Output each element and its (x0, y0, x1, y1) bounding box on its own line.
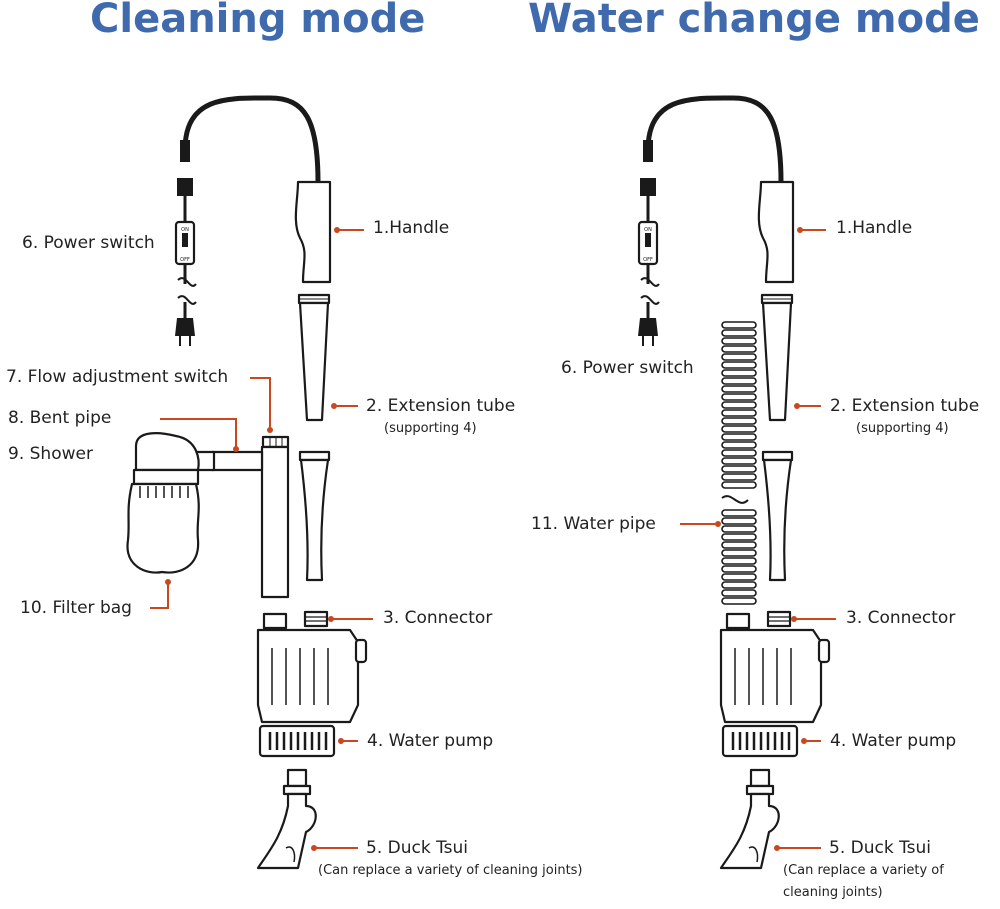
water-pipe-ring (721, 597, 757, 605)
title-water-change-mode: Water change mode (528, 0, 980, 42)
water-pipe-ring (721, 425, 757, 433)
water-pipe-ring (721, 377, 757, 385)
title-cleaning-mode: Cleaning mode (90, 0, 426, 42)
label-water-pipe: 11. Water pipe (531, 514, 656, 534)
water-pipe-ring (721, 509, 757, 517)
water-pipe-ring (721, 345, 757, 353)
water-pipe-ring (721, 433, 757, 441)
label-extension-tube-right: 2. Extension tube (830, 396, 980, 416)
water-pipe-ring (721, 573, 757, 581)
label-duck-tsui-left: 5. Duck Tsui (366, 838, 469, 858)
water-pipe-ring (721, 417, 757, 425)
water-pipe-ring (721, 321, 757, 329)
label-handle-right: 1.Handle (836, 218, 913, 238)
label-extension-tube-note-left: (supporting 4) (384, 421, 477, 436)
label-duck-tsui-note-right-line1: (Can replace a variety of (783, 863, 944, 878)
label-flow-adjustment-switch: 7. Flow adjustment switch (6, 367, 229, 387)
label-water-pump-right: 4. Water pump (830, 731, 957, 751)
water-pipe-ring (721, 361, 757, 369)
water-pipe-ring (721, 385, 757, 393)
water-pipe-ring (721, 369, 757, 377)
label-shower: 9. Shower (8, 444, 93, 464)
label-connector-right: 3. Connector (846, 608, 956, 628)
water-pipe-ring (721, 337, 757, 345)
label-power-switch-left: 6. Power switch (22, 233, 155, 253)
water-pipe-ring (721, 449, 757, 457)
water-pipe-ring (721, 517, 757, 525)
switch-off-text: OFF (180, 257, 190, 263)
water-pipe-ring (721, 481, 757, 489)
filter-bag-shape (126, 482, 200, 574)
switch-off-text-right: OFF (643, 257, 653, 263)
label-handle-left: 1.Handle (373, 218, 450, 238)
label-water-pump-left: 4. Water pump (367, 731, 494, 751)
water-pipe-ring (721, 589, 757, 597)
switch-on-text: ON (181, 227, 189, 233)
device-left: ON OFF (126, 98, 366, 868)
water-pipe-ring (721, 353, 757, 361)
water-pipe-ring (721, 473, 757, 481)
label-filter-bag: 10. Filter bag (20, 598, 132, 618)
leaders-right (680, 227, 836, 851)
bent-pipe-horizontal (210, 450, 264, 472)
label-duck-tsui-note-left: (Can replace a variety of cleaning joint… (318, 863, 583, 878)
water-pipe-ring (721, 549, 757, 557)
shower-head (134, 432, 200, 472)
water-pipe-ring (721, 401, 757, 409)
bent-pipe-vertical (260, 445, 290, 599)
water-pipe-ring (721, 409, 757, 417)
water-pipe-shape (721, 321, 757, 605)
water-pipe-ring (721, 541, 757, 549)
water-pipe-ring (721, 457, 757, 465)
label-duck-tsui-note-right-line2: cleaning joints) (783, 885, 883, 900)
water-pipe-ring (721, 329, 757, 337)
leaders-left (150, 227, 373, 851)
water-pipe-ring (721, 525, 757, 533)
label-extension-tube-note-right: (supporting 4) (856, 421, 949, 436)
label-bent-pipe: 8. Bent pipe (8, 408, 112, 428)
label-duck-tsui-right: 5. Duck Tsui (829, 838, 932, 858)
water-pipe-ring (721, 441, 757, 449)
water-pipe-ring (721, 533, 757, 541)
label-power-switch-right: 6. Power switch (561, 358, 694, 378)
water-pipe-ring (721, 581, 757, 589)
device-right: ON OFF (638, 98, 829, 868)
water-pipe-ring (721, 393, 757, 401)
label-extension-tube-left: 2. Extension tube (366, 396, 516, 416)
label-connector-left: 3. Connector (383, 608, 493, 628)
water-pipe-ring (721, 465, 757, 473)
water-pipe-ring (721, 557, 757, 565)
switch-on-text-right: ON (644, 227, 652, 233)
water-pipe-ring (721, 565, 757, 573)
